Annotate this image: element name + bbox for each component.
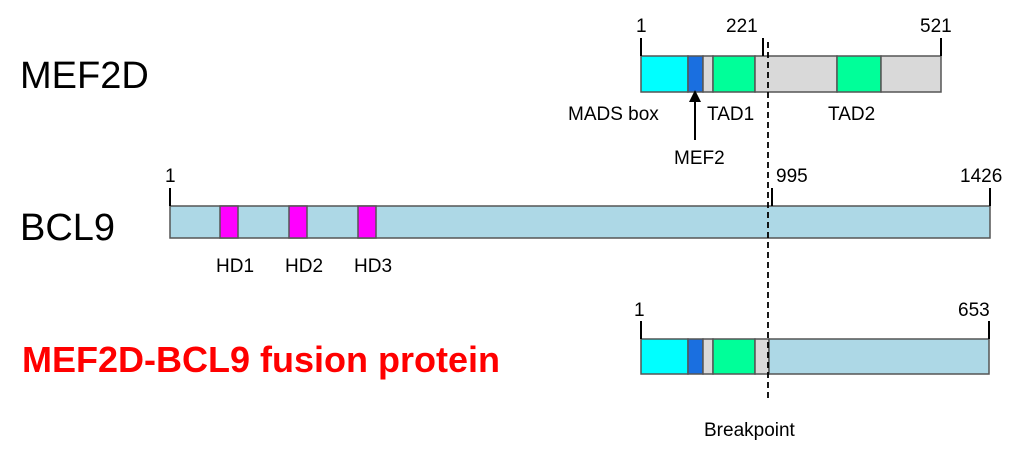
fusion-mef2-domain <box>687 338 704 375</box>
mef2d-tad2-domain <box>836 55 882 93</box>
mef2d-name: MEF2D <box>20 55 149 97</box>
mef2d-mads-domain <box>640 55 689 93</box>
mef2-arrow <box>689 90 701 140</box>
mads-box-label: MADS box <box>568 104 659 125</box>
mef2d-tad1-domain <box>712 55 756 93</box>
tad1-label: TAD1 <box>707 104 754 125</box>
bcl9-hd2-domain <box>288 205 308 239</box>
mef2d-linker <box>702 55 714 93</box>
fusion-mads-domain <box>640 338 689 375</box>
tad2-label: TAD2 <box>828 104 875 125</box>
hd2-label: HD2 <box>285 256 323 277</box>
bcl9-start-label: 1 <box>165 166 176 187</box>
fusion-start-label: 1 <box>634 300 645 321</box>
bcl9-hd3-domain <box>357 205 377 239</box>
mef2d-mef2-domain <box>687 55 704 93</box>
mef2d-end-label: 521 <box>920 16 952 37</box>
bcl9-end-label: 1426 <box>960 166 1002 187</box>
fusion-mef2d-remainder <box>754 338 770 375</box>
bcl9-bar <box>169 205 991 239</box>
hd3-label: HD3 <box>354 256 392 277</box>
fusion-bar <box>640 338 990 375</box>
fusion-tad1-domain <box>712 338 756 375</box>
breakpoint-label: Breakpoint <box>704 420 796 441</box>
mef2-label: MEF2 <box>674 148 725 169</box>
mef2d-bar <box>640 55 942 93</box>
fusion-linker <box>702 338 714 375</box>
bcl9-hd1-domain <box>219 205 239 239</box>
mef2d-break-label: 221 <box>726 16 758 37</box>
hd1-label: HD1 <box>216 256 254 277</box>
fusion-name: MEF2D-BCL9 fusion protein <box>22 339 500 380</box>
fusion-bcl9-part <box>768 338 990 375</box>
mef2d-start-label: 1 <box>636 16 647 37</box>
mef2d-tail <box>880 55 942 93</box>
fusion-end-label: 653 <box>958 300 990 321</box>
bcl9-break-label: 995 <box>776 166 808 187</box>
bcl9-name: BCL9 <box>20 207 115 249</box>
